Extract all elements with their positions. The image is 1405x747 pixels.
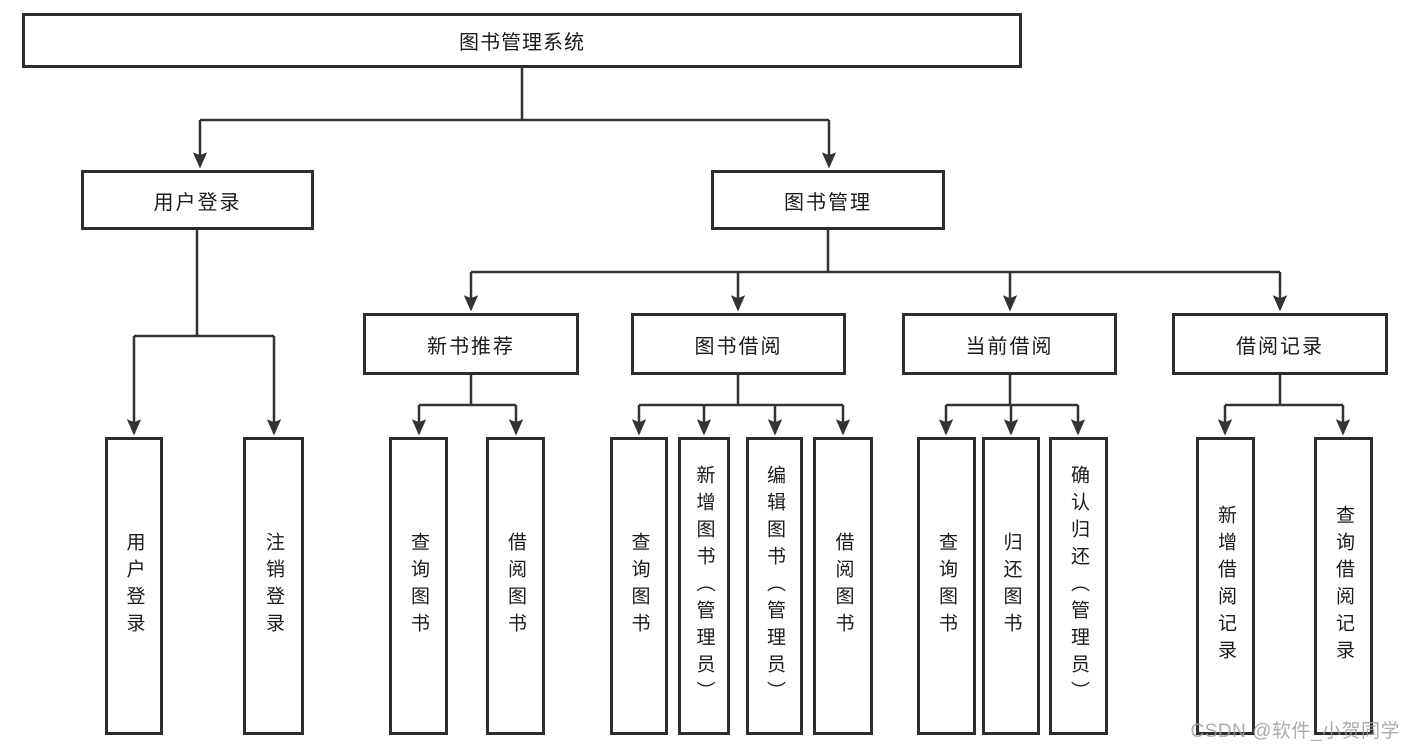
- node-new-book-recommend: 新书推荐: [363, 313, 579, 375]
- leaf-query-borrow-record: 查询借阅记录: [1314, 437, 1373, 735]
- leaf-label: 查询图书: [628, 532, 650, 640]
- leaf-confirm-return-admin: 确认归还（管理员）: [1049, 437, 1108, 735]
- leaf-label: 借阅图书: [832, 532, 854, 640]
- leaf-label: 归还图书: [1000, 532, 1022, 640]
- csdn-watermark: CSDN @软件_小贺同学: [1190, 721, 1400, 742]
- node-label: 图书管理: [784, 191, 872, 214]
- leaf-return-books: 归还图书: [982, 437, 1040, 735]
- leaf-query-books-recommend: 查询图书: [389, 437, 448, 735]
- node-current-borrow: 当前借阅: [902, 313, 1117, 375]
- node-library-management-system: 图书管理系统: [22, 13, 1022, 68]
- node-borrow-records: 借阅记录: [1172, 313, 1388, 375]
- leaf-query-books-borrow: 查询图书: [610, 437, 668, 735]
- leaf-label: 查询图书: [936, 532, 957, 640]
- leaf-query-books-current: 查询图书: [917, 437, 976, 735]
- leaf-add-books-admin: 新增图书（管理员）: [678, 437, 730, 735]
- leaf-label: 查询借阅记录: [1333, 505, 1354, 667]
- leaf-edit-books-admin: 编辑图书（管理员）: [746, 437, 803, 735]
- node-label: 新书推荐: [427, 335, 515, 358]
- node-user-login: 用户登录: [81, 170, 314, 230]
- node-label: 借阅记录: [1236, 335, 1324, 358]
- leaf-label: 注销登录: [263, 532, 284, 640]
- node-label: 用户登录: [153, 191, 242, 214]
- leaf-label: 确认归还（管理员）: [1068, 464, 1089, 708]
- node-book-borrow: 图书借阅: [631, 313, 846, 375]
- node-label: 图书管理系统: [459, 32, 585, 54]
- node-label: 图书借阅: [694, 335, 783, 358]
- leaf-label: 新增借阅记录: [1215, 505, 1236, 667]
- node-label: 当前借阅: [965, 335, 1054, 358]
- node-book-management: 图书管理: [711, 170, 945, 230]
- leaf-label: 新增图书（管理员）: [693, 464, 715, 708]
- leaf-user-login: 用户登录: [105, 437, 163, 735]
- leaf-label: 用户登录: [123, 532, 145, 640]
- leaf-label: 查询图书: [408, 532, 429, 640]
- leaf-borrow-books-recommend: 借阅图书: [486, 437, 545, 735]
- leaf-borrow-books: 借阅图书: [813, 437, 873, 735]
- leaf-logout-login: 注销登录: [243, 437, 304, 735]
- leaf-label: 编辑图书（管理员）: [764, 464, 785, 708]
- leaf-add-borrow-record: 新增借阅记录: [1196, 437, 1255, 735]
- leaf-label: 借阅图书: [505, 532, 526, 640]
